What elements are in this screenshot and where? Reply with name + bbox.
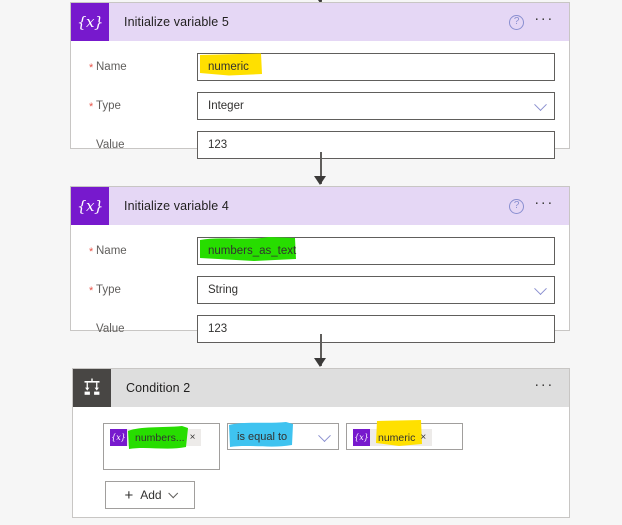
help-icon[interactable]: ? <box>509 198 525 214</box>
field-label-value: Value <box>89 139 197 151</box>
name-input-value: numeric <box>208 61 249 73</box>
field-label-text: Name <box>96 61 127 73</box>
operator-value: is equal to <box>237 430 288 443</box>
value-input[interactable]: 123 <box>197 315 555 343</box>
field-label-type: * Type <box>89 284 197 297</box>
add-button-label: Add <box>140 488 162 502</box>
value-input-value: 123 <box>208 323 228 335</box>
field-label-name: * Name <box>89 245 197 258</box>
card-title: Initialize variable 4 <box>124 199 229 213</box>
condition-operator-select[interactable]: is equal to <box>227 422 339 450</box>
card-body: * Name numbers_as_text * Type String <box>71 225 569 357</box>
connector-arrow-top <box>311 0 331 3</box>
more-options-icon[interactable]: ··· <box>534 376 554 393</box>
field-label-text: Type <box>96 284 121 296</box>
chevron-down-icon[interactable] <box>167 487 178 498</box>
condition-branch-glyph <box>84 378 100 395</box>
required-asterisk: * <box>89 285 94 297</box>
variable-token-icon: {x} <box>353 429 370 446</box>
required-asterisk: * <box>89 101 94 113</box>
connector-arrow-2 <box>311 334 331 367</box>
field-label-name: * Name <box>89 61 197 74</box>
value-input-value: 123 <box>208 139 228 151</box>
card-header[interactable]: {x} Initialize variable 5 ? ··· <box>71 3 569 41</box>
card-body: * Name numeric * Type Integer <box>71 41 569 173</box>
name-input[interactable]: numbers_as_text <box>197 237 555 265</box>
more-options-icon[interactable]: ··· <box>534 194 554 211</box>
chevron-down-icon[interactable] <box>534 282 547 296</box>
condition-row: {x} numbers... × is equal to <box>103 420 569 470</box>
action-card-initialize-variable-4[interactable]: {x} Initialize variable 4 ? ··· * Name n… <box>70 186 570 343</box>
condition-branch-icon <box>73 369 111 407</box>
field-label-text: Value <box>96 323 125 335</box>
condition-right-operand[interactable]: {x} numeric × <box>346 420 463 450</box>
variable-icon: {x} <box>71 187 109 225</box>
type-select-value: Integer <box>208 100 244 112</box>
field-row-type: * Type String <box>89 276 555 304</box>
field-label-text: Type <box>96 100 121 112</box>
card-title: Condition 2 <box>126 381 191 395</box>
condition-body: {x} numbers... × is equal to <box>73 407 569 509</box>
field-row-name: * Name numeric <box>89 53 555 81</box>
chevron-down-icon[interactable] <box>534 98 547 112</box>
variable-token[interactable]: {x} numbers... × <box>110 426 202 449</box>
variable-token-label: numeric <box>378 431 416 444</box>
help-icon[interactable]: ? <box>509 14 525 30</box>
required-asterisk: * <box>89 246 94 258</box>
action-card-initialize-variable-5[interactable]: {x} Initialize variable 5 ? ··· * Name n… <box>70 2 570 159</box>
field-row-value: Value 123 <box>89 131 555 159</box>
name-input-value: numbers_as_text <box>208 245 297 257</box>
value-input[interactable]: 123 <box>197 131 555 159</box>
required-asterisk: * <box>89 62 94 74</box>
chevron-down-icon[interactable] <box>318 428 331 442</box>
condition-left-operand[interactable]: {x} numbers... × <box>103 423 220 470</box>
more-options-icon[interactable]: ··· <box>534 10 554 27</box>
field-row-value: Value 123 <box>89 315 555 343</box>
type-select[interactable]: Integer <box>197 92 555 120</box>
type-select[interactable]: String <box>197 276 555 304</box>
add-condition-button[interactable]: + Add <box>105 481 195 509</box>
variable-token-label: numbers... <box>135 431 185 444</box>
name-input[interactable]: numeric <box>197 53 555 81</box>
variable-token-icon: {x} <box>110 429 127 446</box>
card-title: Initialize variable 5 <box>124 15 229 29</box>
variable-token[interactable]: {x} numeric × <box>353 420 433 446</box>
field-label-text: Name <box>96 245 127 257</box>
variable-icon: {x} <box>71 3 109 41</box>
field-label-text: Value <box>96 139 125 151</box>
card-header[interactable]: {x} Initialize variable 4 ? ··· <box>71 187 569 225</box>
remove-token-icon[interactable]: × <box>189 432 196 443</box>
plus-icon: + <box>124 486 134 504</box>
type-select-value: String <box>208 284 239 296</box>
remove-token-icon[interactable]: × <box>420 432 427 443</box>
field-label-type: * Type <box>89 100 197 113</box>
connector-arrow-1 <box>311 152 331 185</box>
variable-icon-glyph: {x} <box>76 12 104 31</box>
field-row-type: * Type Integer <box>89 92 555 120</box>
field-label-value: Value <box>89 323 197 335</box>
card-header[interactable]: Condition 2 ··· <box>73 369 569 407</box>
variable-icon-glyph: {x} <box>76 196 104 215</box>
action-card-condition-2[interactable]: Condition 2 ··· {x} numbers... × <box>72 368 570 518</box>
field-row-name: * Name numbers_as_text <box>89 237 555 265</box>
